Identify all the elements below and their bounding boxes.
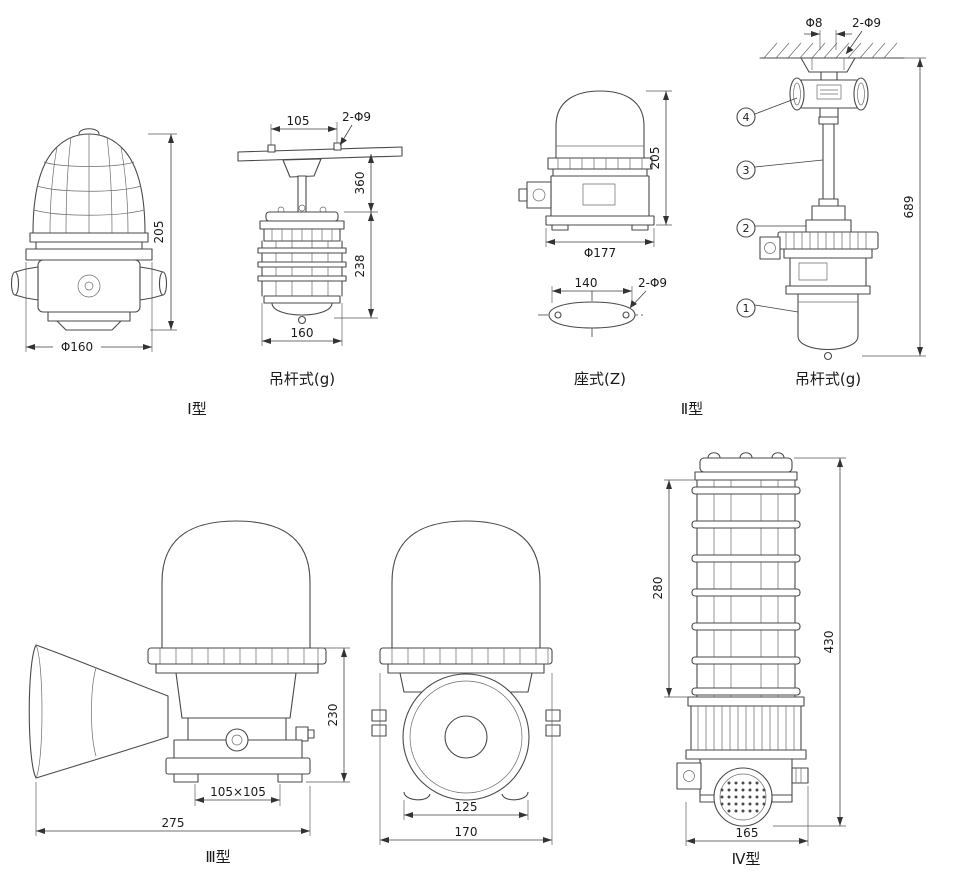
mounting-plate — [800, 57, 856, 73]
dim-label: 360 — [353, 172, 367, 195]
canopy-and-rod — [282, 158, 322, 213]
junction-box — [789, 71, 869, 118]
dim-diameter-177: Φ177 — [545, 228, 655, 260]
callout-number: 1 — [743, 302, 750, 315]
glass-dome — [391, 520, 541, 649]
dim-holes-2xphi9: 2-Φ9 — [339, 110, 371, 146]
dim-label: 205 — [152, 221, 166, 244]
dim-height-205: 205 — [646, 90, 672, 226]
callout-2: 2 — [736, 218, 806, 238]
speaker-face — [371, 672, 561, 801]
dim-holes-2xphi9: 2-Φ9 — [629, 276, 667, 309]
suspension-rod — [805, 116, 852, 233]
dim-diameter-160: Φ160 — [25, 262, 153, 354]
figure-type2-seat: 205 Φ177 140 2-Φ9 — [518, 90, 672, 339]
dim-height-205: 205 — [148, 133, 177, 331]
dome-cage — [32, 128, 146, 234]
dim-label: 2-Φ9 — [638, 276, 667, 290]
flange — [379, 647, 553, 674]
cage-tube — [691, 479, 801, 698]
figure-type3-front: 125 170 — [371, 520, 561, 845]
dim-square-105x105: 105×105 — [194, 784, 281, 806]
dim-rod-phi8: Φ8 — [804, 16, 852, 50]
ribbed-section — [685, 696, 807, 760]
dim-drop-360: 360 — [344, 154, 378, 213]
ceiling-plate — [237, 142, 403, 162]
dim-label: Φ177 — [584, 246, 616, 260]
dim-span-105: 105 — [270, 114, 338, 145]
dim-base-140: 140 — [551, 276, 633, 303]
callout-3: 3 — [736, 159, 824, 180]
figure-type4: 280 430 165 — [651, 452, 846, 846]
callout-4: 4 — [736, 97, 798, 127]
type3-label: Ⅲ型 — [205, 848, 230, 866]
dim-label: 280 — [651, 577, 665, 600]
figure-type1-side-view: 205 Φ160 — [10, 128, 177, 354]
dim-label: 125 — [455, 800, 478, 814]
dim-label: 230 — [326, 704, 340, 727]
lamp-assembly — [759, 231, 879, 361]
dim-cage-280: 280 — [651, 479, 697, 698]
pendant-lamp — [257, 204, 347, 325]
dim-width-170: 170 — [379, 673, 553, 845]
callout-number: 2 — [743, 222, 750, 235]
dim-label: 105 — [287, 114, 310, 128]
dim-width-165: 165 — [685, 786, 809, 846]
dome-lamp — [518, 90, 655, 231]
fig3-title: 座式(Z) — [574, 370, 626, 388]
dim-label: 275 — [162, 816, 185, 830]
callout-number: 4 — [743, 111, 750, 124]
dim-label: 2-Φ9 — [852, 16, 881, 30]
dim-label: 170 — [455, 825, 478, 839]
callout-number: 3 — [743, 164, 750, 177]
mounting-plate-view — [538, 291, 646, 339]
mount-and-base — [165, 717, 315, 783]
figure-type1-hanging: 105 2-Φ9 360 238 160 — [237, 110, 403, 346]
dim-label: 140 — [575, 276, 598, 290]
callout-1: 1 — [736, 298, 799, 318]
body — [175, 672, 297, 719]
dim-label: 430 — [822, 631, 836, 654]
dim-label: 238 — [353, 255, 367, 278]
dim-width-160: 160 — [261, 303, 343, 346]
flange — [147, 647, 327, 674]
dim-label: 165 — [736, 826, 759, 840]
speaker-grille — [713, 767, 773, 827]
dim-body-238: 238 — [334, 212, 378, 319]
lamp-body — [10, 232, 168, 331]
dim-height-230: 230 — [306, 647, 350, 783]
type2-label: Ⅱ型 — [681, 400, 703, 418]
dim-label: Φ160 — [61, 340, 93, 354]
dim-label: Φ8 — [805, 16, 822, 30]
figure-type3-side: 230 105×105 275 — [28, 520, 350, 836]
dim-label: 689 — [902, 196, 916, 219]
fig2-title: 吊杆式(g) — [269, 370, 335, 388]
ceiling-hatch — [759, 42, 905, 59]
top-cap — [694, 452, 798, 481]
dim-holes-2xphi9: 2-Φ9 — [845, 16, 881, 55]
dim-label: 105×105 — [210, 785, 266, 799]
dim-width-275: 275 — [35, 782, 311, 836]
dim-total-430: 430 — [773, 457, 846, 827]
dim-label: 205 — [648, 147, 662, 170]
horn — [28, 644, 169, 779]
type4-label: Ⅳ型 — [732, 850, 761, 868]
fig4-title: 吊杆式(g) — [795, 370, 861, 388]
dim-label: 2-Φ9 — [342, 110, 371, 124]
glass-dome — [161, 520, 311, 649]
dim-label: 160 — [291, 326, 314, 340]
dim-inner-125: 125 — [403, 800, 529, 820]
figure-type2-hanging: Φ8 2-Φ9 — [736, 16, 926, 361]
type1-label: Ⅰ型 — [187, 400, 206, 418]
dim-total-689: 689 — [862, 57, 926, 357]
